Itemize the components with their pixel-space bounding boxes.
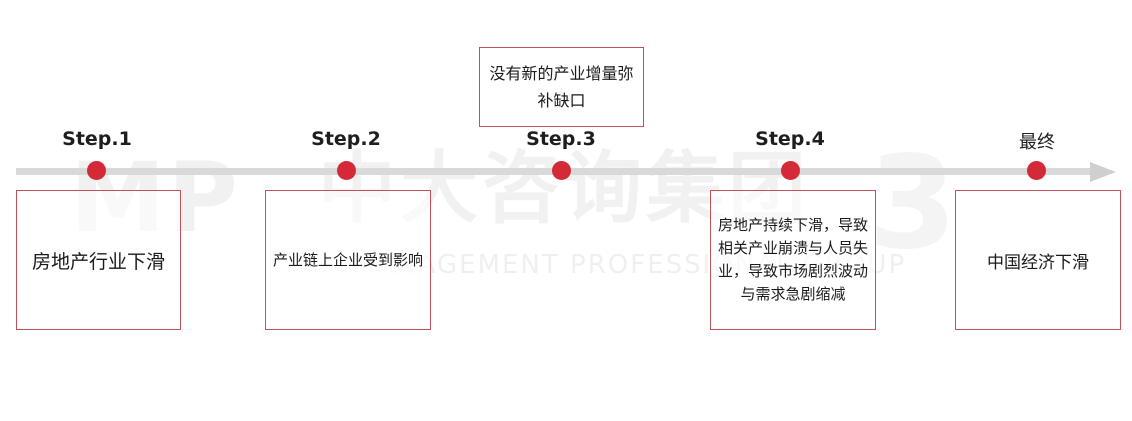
- watermark-mark: 3: [868, 140, 957, 268]
- step-text-4: 房地产持续下滑，导致相关产业崩溃与人员失业，导致市场剧烈波动与需求急剧缩减: [717, 216, 868, 303]
- step-dot-3: [551, 161, 571, 180]
- step-label-2: Step.2: [311, 128, 381, 150]
- step-label-4: Step.4: [755, 128, 825, 150]
- step-text-final: 中国经济下滑: [987, 252, 1089, 273]
- step-dot-1: [86, 161, 106, 180]
- step-dot-final: [1026, 161, 1046, 180]
- step-dot-4: [780, 161, 800, 180]
- step-text-1: 房地产行业下滑: [31, 250, 165, 273]
- step-label-1: Step.1: [62, 128, 132, 150]
- step-box-2: 产业链上企业受到影响: [265, 190, 431, 330]
- step-box-4: 房地产持续下滑，导致相关产业崩溃与人员失业，导致市场剧烈波动与需求急剧缩减: [710, 190, 876, 330]
- step-dot-2: [336, 161, 356, 180]
- step-box-3: 没有新的产业增量弥补缺口: [479, 47, 644, 127]
- step-box-1: 房地产行业下滑: [16, 190, 181, 330]
- timeline-arrowhead: [1090, 162, 1116, 182]
- step-label-final: 最终: [1019, 132, 1055, 153]
- step-label-3: Step.3: [526, 128, 596, 150]
- step-text-3: 没有新的产业增量弥补缺口: [489, 64, 634, 110]
- step-box-final: 中国经济下滑: [955, 190, 1121, 330]
- step-text-2: 产业链上企业受到影响: [272, 250, 423, 269]
